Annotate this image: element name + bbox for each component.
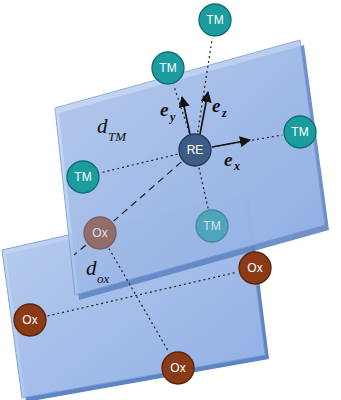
distance-line bbox=[74, 245, 86, 255]
distance-symbol: d bbox=[86, 258, 97, 279]
bond-line bbox=[199, 168, 208, 209]
atom-label: TM bbox=[74, 171, 91, 183]
atom-label: Ox bbox=[92, 227, 107, 239]
atom-label: Ox bbox=[170, 362, 185, 374]
transition-metal-atom: TM bbox=[283, 115, 317, 149]
axis-subscript: x bbox=[234, 160, 240, 172]
distance-subscript: ox bbox=[97, 272, 109, 285]
atom-label: TM bbox=[291, 126, 308, 138]
bond-line bbox=[48, 272, 238, 316]
bond-line bbox=[213, 135, 283, 147]
oxygen-atom: Ox bbox=[13, 303, 47, 337]
oxygen-atom: Ox bbox=[238, 251, 272, 285]
axis-symbol: e bbox=[212, 96, 220, 115]
axis-arrow bbox=[182, 97, 190, 134]
distance-symbol: d bbox=[97, 116, 108, 137]
axis-symbol: e bbox=[224, 150, 232, 169]
oxygen-atom: Ox bbox=[83, 216, 117, 250]
atom-label: TM bbox=[203, 220, 220, 232]
bond-line bbox=[100, 154, 177, 173]
rare-earth-atom: RE bbox=[178, 133, 212, 167]
bond-line bbox=[198, 38, 213, 132]
atom-label: TM bbox=[159, 62, 176, 74]
bond-line bbox=[174, 85, 190, 133]
transition-metal-atom: TM bbox=[198, 3, 232, 37]
bond-line bbox=[109, 249, 169, 353]
distance-subscript: TM bbox=[108, 130, 126, 143]
axis-symbol: e bbox=[160, 100, 168, 119]
atom-label: Ox bbox=[247, 262, 262, 274]
upper-plane bbox=[55, 40, 325, 295]
oxygen-atom: Ox bbox=[161, 351, 195, 385]
axis-subscript: z bbox=[222, 107, 227, 119]
transition-metal-atom: TM bbox=[195, 209, 229, 243]
transition-metal-atom: TM bbox=[66, 160, 100, 194]
axis-arrow bbox=[200, 92, 208, 134]
transition-metal-atom: TM bbox=[151, 51, 185, 85]
axis-subscript: y bbox=[170, 111, 175, 123]
atom-label: RE bbox=[187, 144, 204, 156]
atom-label: Ox bbox=[22, 314, 37, 326]
atom-label: TM bbox=[206, 14, 223, 26]
bond-line bbox=[114, 162, 182, 221]
